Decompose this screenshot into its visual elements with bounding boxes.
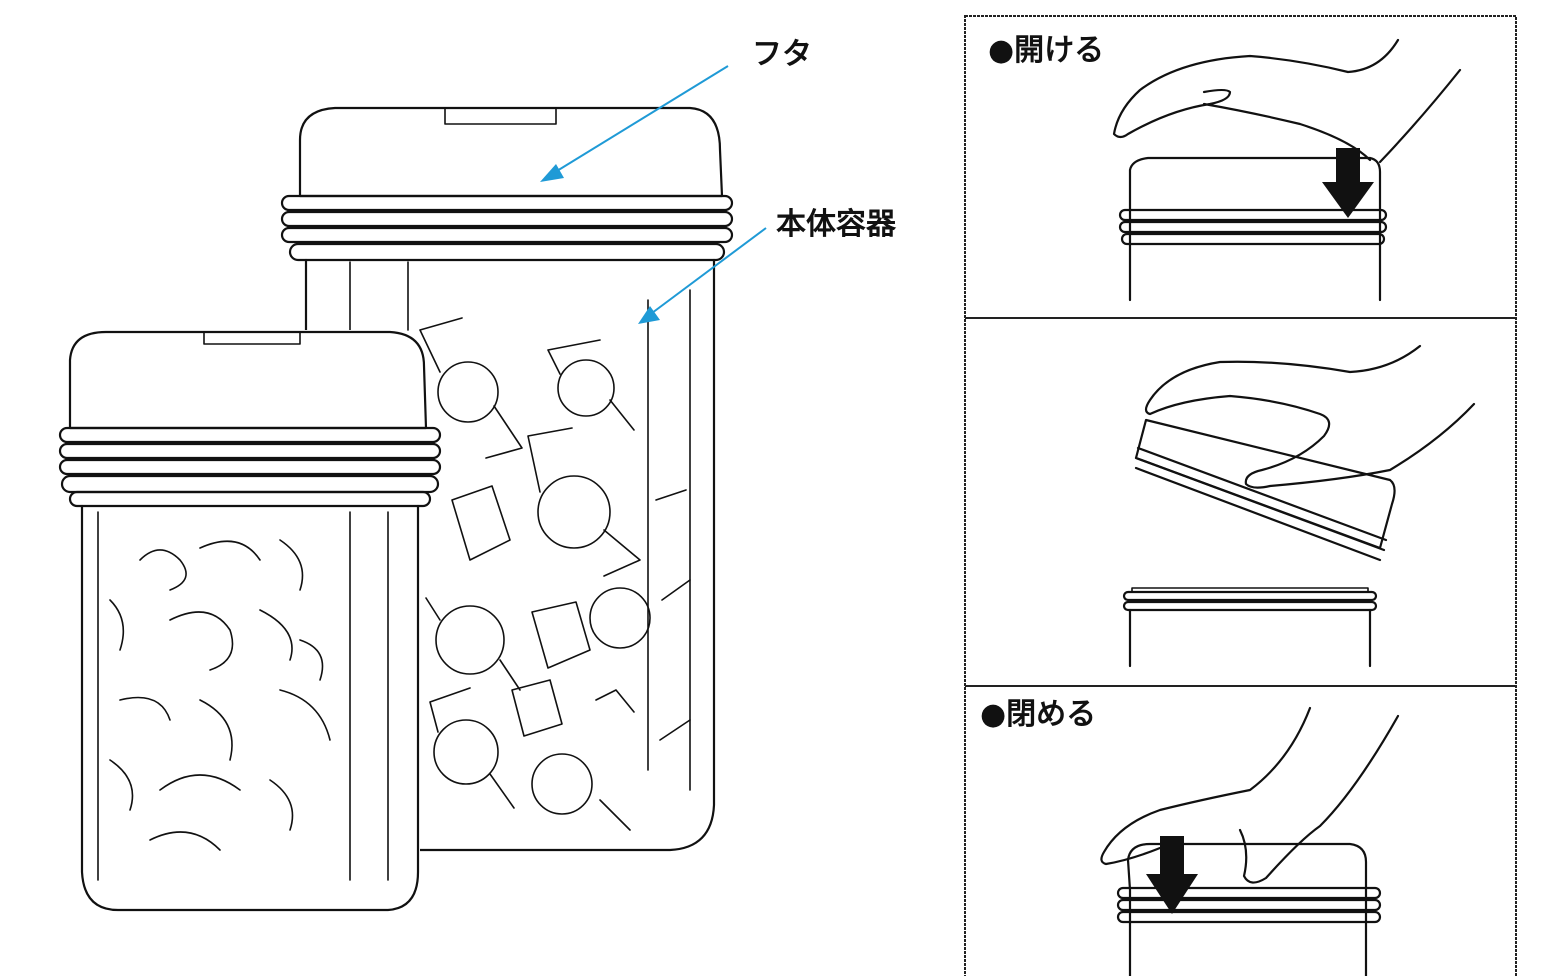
step-open-illustration — [1112, 38, 1462, 302]
large-container — [280, 106, 734, 852]
lid-label: フタ — [752, 37, 812, 72]
down-arrow-icon — [1322, 148, 1374, 218]
hand-icon — [1144, 344, 1476, 489]
large-container-body — [304, 258, 716, 852]
candy-pattern — [419, 317, 691, 831]
down-arrow-icon — [1146, 836, 1198, 914]
body-callout-arrow — [638, 227, 767, 324]
hand-icon — [1112, 38, 1462, 164]
open-step-title: ●開ける — [988, 33, 1105, 68]
instruction-panel — [964, 15, 1517, 976]
step-close-illustration — [1100, 706, 1400, 976]
close-step-title: ●閉める — [980, 697, 1097, 732]
panel-border — [964, 15, 1517, 976]
small-container — [58, 330, 442, 912]
body-container-label: 本体容器 — [776, 207, 896, 242]
large-container-lid — [298, 106, 724, 198]
step-lift-illustration — [1122, 344, 1476, 668]
contents-pattern — [109, 539, 331, 851]
lid-callout-arrow — [540, 65, 729, 182]
hand-icon — [1100, 706, 1400, 884]
small-container-lid — [68, 330, 428, 430]
small-container-body — [80, 504, 420, 912]
